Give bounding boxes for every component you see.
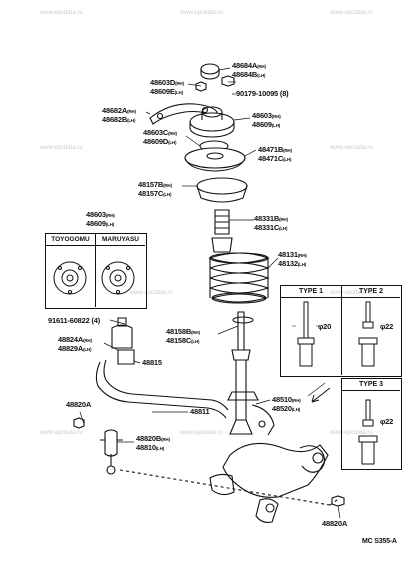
watermark: www.epcdata.ru (330, 430, 373, 436)
part-label: 48811 (190, 407, 210, 416)
type-3-size: φ22 (380, 417, 394, 426)
part-label: 48820A (322, 519, 348, 528)
type-3-header-rule (341, 390, 400, 391)
watermark: www.epcdata.ru (40, 145, 83, 151)
part-label: 48682A(RH)48682B(LH) (102, 106, 136, 124)
watermark: www.epcdata.ru (40, 10, 83, 16)
part-label: 48820A (66, 400, 92, 409)
watermark: www.epcdata.ru (330, 145, 373, 151)
type-2-size: φ22 (380, 322, 394, 331)
part-label: 48603(RH)48609(LH) (86, 210, 115, 228)
watermark: www.epcdata.ru (330, 10, 373, 16)
part-label: 90179-10095 (8) (236, 89, 289, 98)
type-panel-3 (341, 378, 402, 470)
variant-header-rule (45, 245, 145, 246)
part-label: 48131(RH)48132(LH) (278, 250, 307, 268)
diagram-code: MC S355-A (362, 538, 397, 545)
part-label: 48158B(RH)48158C(LH) (166, 327, 200, 345)
watermark: www.epcdata.ru (180, 10, 223, 16)
part-label: 48820B(RH)48810(LH) (136, 434, 170, 452)
type-header-rule (280, 297, 400, 298)
part-label: 48603D(RH)48609E(LH) (150, 78, 184, 96)
watermark: www.epcdata.ru (130, 290, 173, 296)
type-3-label: TYPE 3 (358, 381, 384, 388)
type-1-label: TYPE 1 (298, 288, 324, 295)
part-label: 48510(RH)48520(LH) (272, 395, 301, 413)
part-label: 91611-60822 (4) (48, 316, 101, 325)
variant-left-label: TOYOGOMU (51, 236, 90, 243)
variant-panel (45, 233, 147, 309)
type-1-size: φ20 (318, 322, 332, 331)
part-label: 48815 (142, 358, 162, 367)
watermark: www.epcdata.ru (330, 290, 373, 296)
variant-right-label: MARUYASU (102, 236, 139, 243)
part-label: 48603C(RH)48609D(LH) (143, 128, 177, 146)
variant-divider (95, 233, 96, 307)
type-divider (341, 285, 342, 375)
watermark: www.epcdata.ru (180, 430, 223, 436)
part-label: 48824A(RH)48829A(LH) (58, 335, 92, 353)
part-label: 48157B(RH)48157C(LH) (138, 180, 172, 198)
type-2-label: TYPE 2 (358, 288, 384, 295)
watermark: www.epcdata.ru (40, 430, 83, 436)
part-label: 48471B(RH)48471C(LH) (258, 145, 292, 163)
part-label: 48331B(RH)48331C(LH) (254, 214, 288, 232)
part-label: 48684A(RH)48684B(LH) (232, 61, 266, 79)
part-label: 48603(RH)48609(LH) (252, 111, 281, 129)
